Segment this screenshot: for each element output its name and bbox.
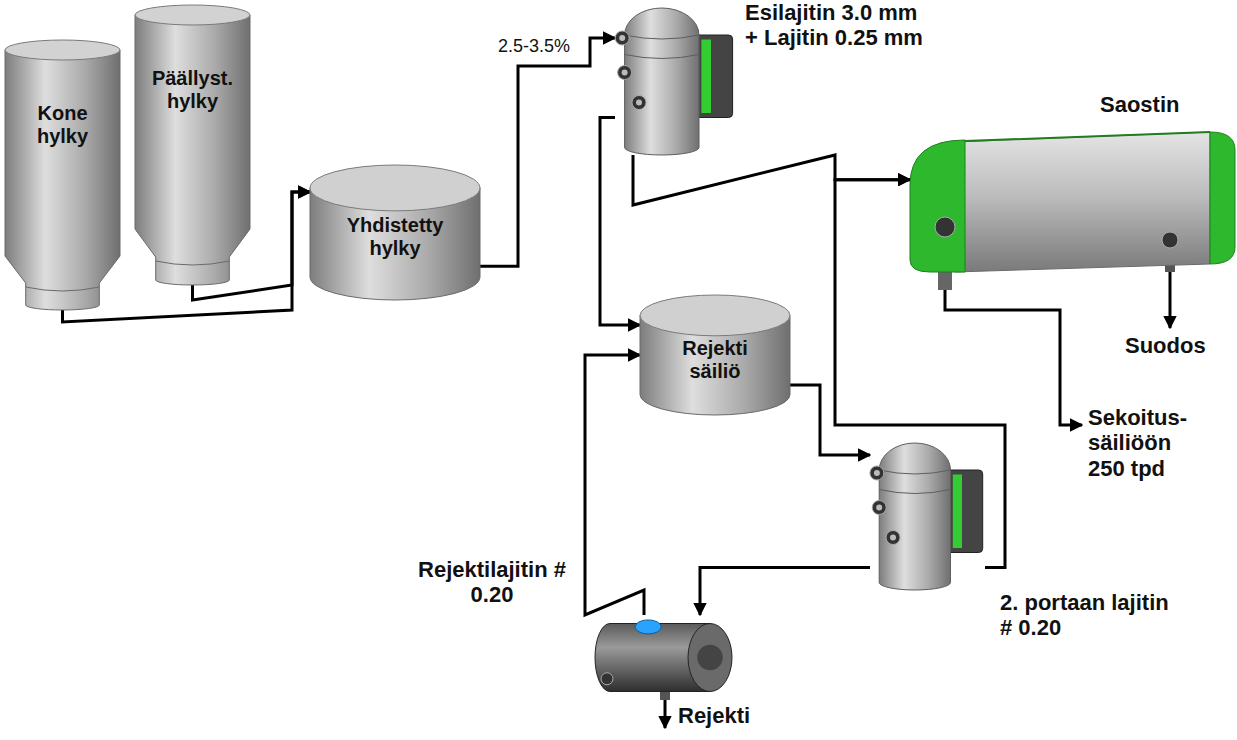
silo: Kone hylky xyxy=(5,40,120,310)
nozzle-flange xyxy=(615,31,629,45)
screen-hub xyxy=(697,645,723,671)
screen-body xyxy=(879,443,950,590)
screen-shape xyxy=(615,5,735,155)
outlet-flange xyxy=(1162,232,1178,248)
equipment-label: 2. portaan lajitin # 0.20 xyxy=(1000,590,1170,641)
silo-rim xyxy=(156,261,230,265)
nozzle-bore xyxy=(876,505,882,511)
nozzle-flange xyxy=(886,531,900,545)
nozzle-flange xyxy=(870,466,884,480)
equipment-label: Rejektilajitin # 0.20 xyxy=(417,557,567,608)
nozzle-flange xyxy=(632,96,646,110)
nozzle-flange xyxy=(872,501,886,515)
outlet-label: Sekoitus- säiliöön 250 tpd xyxy=(1088,405,1200,481)
silo-shape xyxy=(135,5,250,285)
nozzle-bore xyxy=(622,70,628,76)
nozzle-bore xyxy=(890,535,896,541)
drum-seam xyxy=(965,132,1210,141)
pressure-screen: Esilajitin 3.0 mm + Lajitin 0.25 mm xyxy=(615,5,735,155)
motor-stripe xyxy=(953,475,962,549)
motor-box xyxy=(946,470,983,553)
screen-body xyxy=(625,8,699,155)
drum-shape xyxy=(910,130,1235,272)
flow-line xyxy=(480,38,615,266)
silo-top xyxy=(5,40,120,60)
reject-arrow xyxy=(664,700,667,728)
silo-shape xyxy=(5,40,120,310)
screen-end xyxy=(688,624,732,692)
vessel-label: Yhdistetty hylky xyxy=(335,214,455,260)
vessel-label: Rejekti säiliö xyxy=(665,337,765,383)
silo-body xyxy=(135,15,250,285)
nozzle-bore xyxy=(636,100,642,106)
silo-top xyxy=(135,5,250,25)
vessel-label: Kone hylky xyxy=(13,102,112,148)
drum-end xyxy=(910,140,965,272)
screen-shape xyxy=(870,440,985,590)
flow-line xyxy=(790,385,870,455)
silo: Päällyst. hylky xyxy=(135,5,250,285)
product-arrow xyxy=(945,290,1082,425)
nozzle-bore xyxy=(874,470,880,476)
consistency-label: 2.5-3.5% xyxy=(498,36,570,57)
thickener-drum: Saostin xyxy=(910,130,1235,272)
screen-rim xyxy=(625,35,699,39)
silo-body xyxy=(5,50,120,310)
equipment-label: Saostin xyxy=(1100,92,1210,117)
screen-rim xyxy=(879,490,950,494)
motor-box xyxy=(694,35,732,118)
tank: Yhdistetty hylky xyxy=(310,165,480,300)
tank-top xyxy=(310,165,480,211)
tank: Rejekti säiliö xyxy=(640,295,790,415)
hscreen-shape xyxy=(595,615,735,700)
nozzle-flange xyxy=(601,673,613,685)
outlet-label: Rejekti xyxy=(678,703,788,728)
tank-top xyxy=(640,295,790,336)
nozzle-flange xyxy=(618,66,632,80)
drum-body xyxy=(955,132,1210,272)
screen-rim xyxy=(879,470,950,474)
reject-screen: Rejektilajitin # 0.20 xyxy=(595,615,735,700)
cover-plate xyxy=(635,620,661,634)
equipment-label: Esilajitin 3.0 mm + Lajitin 0.25 mm xyxy=(745,0,931,51)
nozzle-bore xyxy=(619,35,625,41)
drum-end xyxy=(1210,132,1235,264)
silo-rim xyxy=(26,287,100,291)
pressure-screen: 2. portaan lajitin # 0.20 xyxy=(870,440,985,590)
vessel-label: Päällyst. hylky xyxy=(143,67,242,113)
motor-stripe xyxy=(701,40,711,114)
outlet-flange xyxy=(935,217,955,237)
outlet-label: Suodos xyxy=(1125,333,1235,358)
flow-line xyxy=(700,568,870,616)
flow-line xyxy=(585,355,644,615)
filtrate-arrow xyxy=(1169,272,1172,328)
screen-rim xyxy=(625,55,699,59)
